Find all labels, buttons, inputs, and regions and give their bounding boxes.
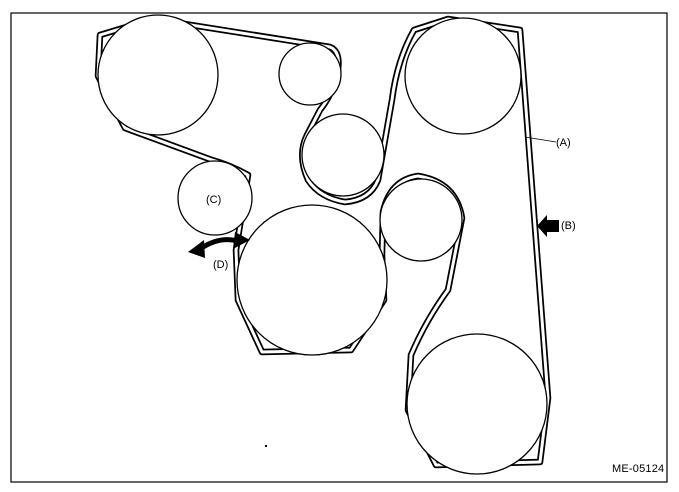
compressor-pulley-bottom-right: [406, 333, 548, 475]
scan-speck: [265, 445, 267, 447]
idler-pulley-center: [301, 113, 385, 197]
reference-code: ME-05124: [612, 463, 664, 475]
tensioner-label: (C): [206, 194, 221, 206]
belt-label: (A): [556, 137, 571, 149]
idler-pulley-small-top: [278, 42, 342, 106]
direction-label: (D): [213, 259, 228, 271]
direction-arrow-icon: [188, 232, 250, 258]
push-arrow-icon: [537, 215, 559, 237]
diagram-frame: [10, 12, 668, 483]
pulleys: [97, 14, 548, 475]
power-steering-pulley-large: [236, 204, 388, 356]
crankshaft-pulley-top-left: [97, 14, 219, 136]
push-point-label: (B): [561, 220, 576, 232]
idler-pulley-right: [379, 178, 463, 262]
belt-callout-line: [524, 136, 557, 143]
tensioner-pulley: [177, 160, 253, 236]
alternator-pulley-top-right: [404, 17, 522, 135]
